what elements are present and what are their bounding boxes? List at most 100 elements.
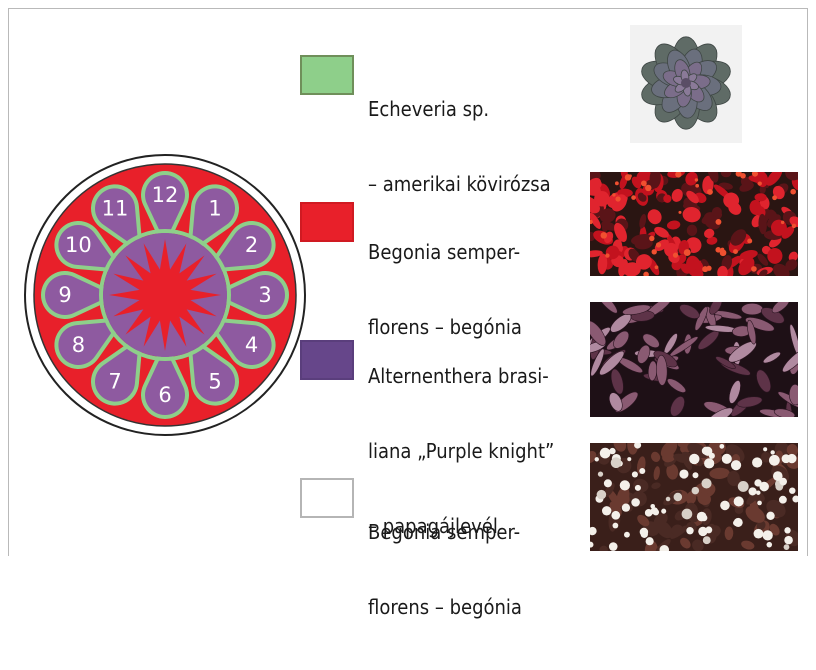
white-begonia-flower	[604, 479, 612, 487]
white-begonia-flower	[789, 487, 795, 493]
begonia-flower	[702, 266, 708, 272]
begonia-flower	[631, 195, 636, 200]
flowerbed-planting-diagram: 123456789101112	[20, 150, 310, 440]
white-begonia-flower	[609, 542, 618, 551]
begonia-flower	[615, 196, 620, 201]
white-begonia-flower	[598, 471, 603, 476]
white-begonia-flower	[754, 529, 764, 539]
petal-number-7: 7	[108, 370, 121, 394]
white-begonia-flower	[620, 480, 630, 490]
petal-number-11: 11	[102, 196, 129, 220]
petal-number-3: 3	[258, 283, 271, 307]
white-begonia-flower	[600, 448, 611, 459]
begonia-flower	[758, 181, 762, 185]
begonia-flower	[684, 249, 691, 256]
white-begonia-flower	[597, 490, 606, 499]
white-begonia-flower	[770, 450, 774, 454]
petal-number-4: 4	[245, 333, 258, 357]
white-begonia-flower	[757, 501, 762, 506]
white-begonia-flower	[722, 454, 732, 464]
white-begonia-flower	[653, 509, 659, 515]
begonia-flower	[721, 248, 725, 252]
white-begonia-flower	[779, 496, 787, 504]
white-begonia-flower	[719, 444, 724, 449]
alternanthera-leaf	[741, 303, 763, 315]
swatch-purple	[300, 340, 354, 380]
begonia-flower	[612, 193, 615, 196]
begonia-flower	[641, 181, 647, 187]
white-begonia-flower	[703, 536, 711, 544]
white-begonia-flower	[697, 512, 707, 522]
begonia-flower	[751, 266, 757, 272]
white-begonia-flower	[679, 469, 688, 478]
begonia-flower	[716, 219, 722, 225]
swatch-white	[300, 478, 354, 518]
begonia-flower	[790, 189, 796, 195]
echeveria-photo	[630, 25, 742, 143]
white-begonia-flower	[640, 528, 648, 536]
petal-number-8: 8	[72, 333, 85, 357]
begonia-flower	[652, 249, 657, 254]
legend-label-white-begonia: Begonia semper- florens – begónia	[368, 470, 522, 670]
white-begonia-flower	[632, 471, 638, 477]
white-begonia-flower	[689, 454, 699, 464]
white-begonia-flower	[734, 496, 744, 506]
white-begonia-flower	[698, 527, 707, 536]
white-begonia-flower	[682, 509, 693, 520]
petal-number-9: 9	[58, 283, 71, 307]
begonia-flower	[649, 236, 654, 241]
white-begonia-flower	[602, 506, 611, 515]
white-begonia-flower	[782, 454, 791, 463]
begonia-flower	[656, 242, 661, 247]
white-begonia-flower	[784, 536, 793, 545]
white-begonia-flower	[624, 532, 630, 538]
red-begonia-photo	[590, 172, 798, 276]
begonia-flower	[781, 221, 784, 224]
white-begonia-flower	[752, 457, 762, 467]
white-begonia-flower	[779, 478, 787, 486]
white-begonia-flower	[627, 457, 631, 461]
begonia-flower	[707, 189, 713, 195]
begonia-flower	[645, 185, 651, 191]
white-begonia-flower	[613, 523, 619, 529]
begonia-flower	[629, 174, 632, 177]
white-begonia-flower	[702, 447, 710, 455]
frame-border-left	[8, 8, 9, 556]
petal-number-1: 1	[208, 196, 221, 220]
petal-number-5: 5	[208, 370, 221, 394]
begonia-flower	[695, 178, 698, 181]
white-begonia-flower	[733, 520, 739, 526]
white-begonia-flower	[611, 457, 622, 468]
white-begonia-flower	[639, 468, 645, 474]
begonia-flower	[715, 247, 721, 253]
begonia-flower	[601, 232, 607, 238]
white-begonia-flower	[622, 504, 630, 512]
white-begonia-flower	[763, 530, 773, 540]
begonia-flower	[733, 249, 738, 254]
white-begonia-flower	[766, 542, 772, 548]
white-begonia-flower	[686, 527, 693, 534]
swatch-green	[300, 55, 354, 95]
begonia-flower	[655, 265, 659, 269]
begonia-flower	[772, 195, 777, 200]
white-begonia-flower	[692, 487, 700, 495]
white-begonia-flower	[720, 501, 730, 511]
center-red-star	[109, 239, 221, 351]
white-begonia-flower	[738, 481, 749, 492]
swatch-red	[300, 202, 354, 242]
begonia-flower	[747, 238, 752, 243]
echeveria-center	[681, 78, 691, 88]
white-begonia-flower	[731, 460, 741, 470]
frame-border-top	[8, 8, 808, 9]
alternanthera-photo	[590, 302, 798, 417]
white-begonia-flower	[754, 479, 761, 486]
white-begonia-flower	[646, 537, 654, 545]
begonia-flower	[615, 181, 619, 185]
begonia-flower	[695, 184, 699, 188]
petal-number-6: 6	[158, 383, 171, 407]
petal-number-2: 2	[245, 233, 258, 257]
begonia-flower	[605, 253, 609, 257]
white-begonia-flower	[635, 485, 641, 491]
white-begonia-flower	[763, 447, 767, 451]
white-begonia-flower	[704, 458, 714, 468]
